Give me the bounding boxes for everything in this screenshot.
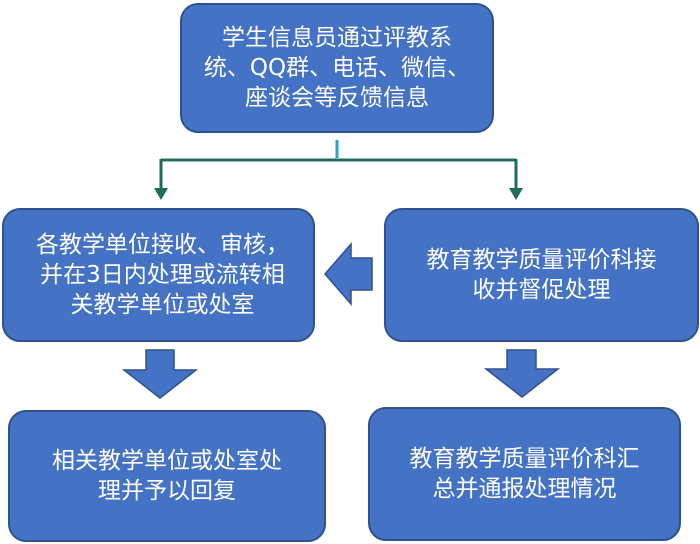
branch-left-arrowhead bbox=[154, 188, 168, 200]
node-feedback-collection-label: 学生信息员通过评教系 统、QQ群、电话、微信、 座谈会等反馈信息 bbox=[203, 25, 471, 111]
node-department-reply-label: 相关教学单位或处室处 理并予以回复 bbox=[52, 448, 282, 504]
node-quality-office-receive-label: 教育教学质量评价科接 收并督促处理 bbox=[426, 247, 657, 303]
block-arrow-down-right bbox=[483, 349, 561, 398]
node-department-review[interactable]: 各教学单位接收、审核， 并在3日内处理或流转相 关教学单位或处室 bbox=[2, 208, 315, 342]
node-quality-office-summary[interactable]: 教育教学质量评价科汇 总并通报处理情况 bbox=[368, 407, 681, 541]
node-quality-office-receive[interactable]: 教育教学质量评价科接 收并督促处理 bbox=[384, 208, 699, 342]
node-department-reply[interactable]: 相关教学单位或处室处 理并予以回复 bbox=[8, 410, 326, 542]
node-feedback-collection[interactable]: 学生信息员通过评教系 统、QQ群、电话、微信、 座谈会等反馈信息 bbox=[180, 3, 494, 133]
node-quality-office-summary-label: 教育教学质量评价科汇 总并通报处理情况 bbox=[409, 446, 640, 502]
block-arrow-down-left bbox=[121, 349, 199, 399]
node-department-review-label: 各教学单位接收、审核， 并在3日内处理或流转相 关教学单位或处室 bbox=[36, 232, 289, 318]
block-arrow-left bbox=[324, 241, 373, 307]
branch-right-arrowhead bbox=[509, 188, 523, 200]
